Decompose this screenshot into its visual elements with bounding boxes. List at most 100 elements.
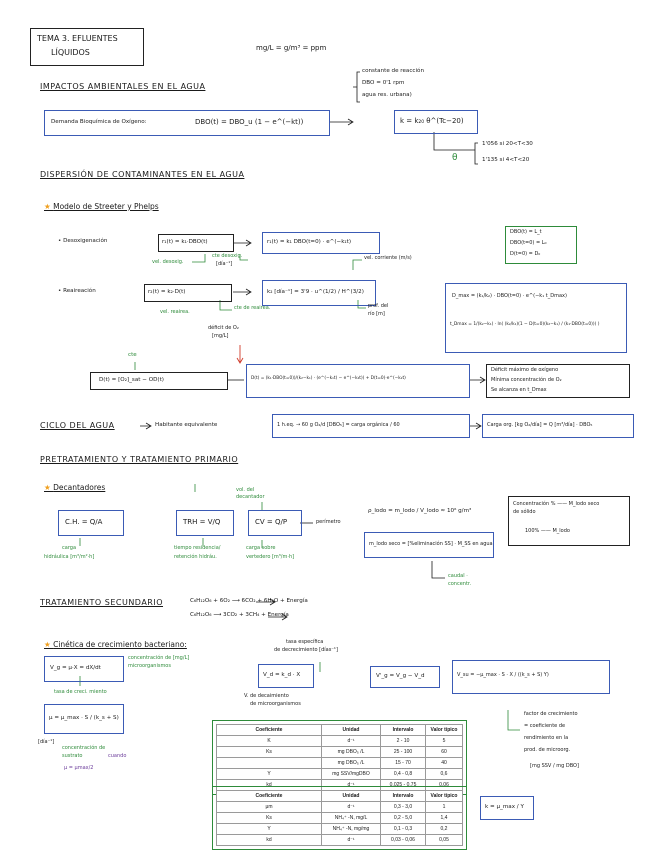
k2-box: k₂ [día⁻¹] = 3'9 · u^(1/2) / H^(3/2) — [262, 280, 376, 306]
vd-box: V_d = k_d · X — [258, 664, 314, 688]
vg-note-1: concentración de [mg/L] — [128, 655, 190, 661]
theta-symbol: θ — [452, 153, 458, 163]
trh-top-2: decantador — [236, 494, 265, 500]
table-cell: 0,2 — [425, 823, 463, 835]
table-cell — [216, 757, 322, 769]
table-cell: 0,2 - 5,0 — [380, 812, 426, 824]
desox-eq2-box: r₁(t) = k₁ DBO(t=0) · e^(−k₁t) — [262, 232, 380, 254]
heading-pretratamiento: PRETRATAMIENTO Y TRATAMIENTO PRIMARIO — [40, 455, 239, 464]
table-row: kd d⁻¹ 0,025 - 0,75 0,06 — [216, 779, 463, 791]
table1-header: Valor típico — [425, 724, 463, 736]
title-line-1: TEMA 3. EFLUENTES — [37, 34, 118, 43]
title-line-2: LÍQUIDOS — [51, 48, 90, 57]
mu-note-3: sustrato — [62, 753, 83, 759]
table-cell: d⁻¹ — [321, 735, 381, 747]
dmax-equation: D_max = (k₁/k₂) · DBO(t=0) · e^(−k₁ t_Dm… — [452, 293, 567, 299]
desox-note-2: [día⁻¹] — [216, 261, 233, 267]
heading-impactos: IMPACTOS AMBIENTALES EN EL AGUA — [40, 82, 206, 91]
vsu-note-3: rendimiento en la — [524, 735, 569, 741]
model-title: ★ Modelo de Streeter y Phelps — [44, 202, 159, 211]
table-row: Ks mg DBO₅ /L 25 - 100 60 — [216, 746, 463, 758]
m-note-2: concentr. — [448, 581, 472, 587]
reair-note-2: vel. reairea. — [160, 309, 190, 315]
heading-secundario: TRATAMIENTO SECUNDARIO — [40, 598, 164, 607]
heq-equation: 1 h.eq. → 60 g O₂/d [DBO₅] = carga orgán… — [277, 422, 400, 428]
table-cell: μm — [216, 801, 322, 813]
dmax-note-2: Mínima concentración de O₂ — [491, 377, 562, 383]
k2-note-3: río [m] — [368, 311, 385, 317]
vsu-note-1: factor de crecimiento — [524, 711, 578, 717]
table-cell: 1,4 — [425, 812, 463, 824]
mu-note-2: concentración de — [62, 745, 106, 751]
mu-note-1: [día⁻¹] — [38, 739, 55, 745]
mu-note-4: cuando — [108, 753, 127, 759]
vg-equation: V_g = μ·X = dX/dt — [50, 665, 101, 671]
k2-note-1: vel. corriente (m/s) — [364, 255, 412, 261]
trh-note-1: tiempo residencia/ — [174, 545, 221, 551]
mu-equation: μ = μ_max · S / (k_s + S) — [49, 715, 119, 721]
desox-eq2: r₁(t) = k₁ DBO(t=0) · e^(−k₁t) — [267, 239, 352, 245]
heq-box: 1 h.eq. → 60 g O₂/d [DBO₅] = carga orgán… — [272, 414, 470, 438]
desox-eq1: r₁(t) = k₁·DBO(t) — [162, 239, 208, 245]
table-cell: Ks — [216, 812, 322, 824]
ch-note-1: carga — [62, 545, 77, 551]
reair-eq1: r₂(t) = k₂·D(t) — [148, 289, 186, 295]
table2-header: Valor típico — [425, 790, 463, 802]
reair-note-3: déficit de O₂ — [208, 325, 239, 331]
table2-header: Unidad — [321, 790, 381, 802]
reaction-2: C₆H₁₂O₆ ⟶ 3CO₂ + 3CH₄ + Energía — [190, 612, 289, 618]
init-cond-3: D(t=0) = D₀ — [510, 251, 541, 257]
mu-note-5: μ = μmax/2 — [64, 765, 94, 771]
vd-note-4: de microorganismos — [250, 701, 301, 707]
ch-box: C.H. = Q/A — [58, 510, 124, 536]
reair-eq1-box: r₂(t) = k₂·D(t) — [144, 284, 232, 302]
coefficients-table-2: Coeficiente Unidad Intervalo Valor típic… — [212, 786, 467, 850]
vd-equation: V_d = k_d · X — [263, 672, 301, 678]
table-cell: 60 — [425, 746, 463, 758]
desox-note-1: cte desoxig. — [212, 253, 243, 259]
dbo-box: Demanda Bioquímica de Oxígeno: DBO(t) = … — [44, 110, 330, 136]
table-row: Y NH₄⁺ -N, mg/mg 0,1 - 0,3 0,2 — [216, 823, 463, 835]
trh-equation: TRH = V/Q — [183, 518, 221, 526]
reair-label: • Reaireación — [58, 288, 96, 294]
vsu-equation: V_su = −μ_max · S · X / ((k_s + S) Y) — [457, 672, 549, 678]
table-cell: Ks — [216, 746, 322, 758]
vg-box: V_g = μ·X = dX/dt — [44, 656, 124, 682]
mu-box: μ = μ_max · S / (k_s + S) — [44, 704, 124, 734]
table-cell: Y — [216, 768, 322, 780]
table-cell: 1 — [425, 801, 463, 813]
table-row: Y mg SSV/mgDBO 0,4 - 0,8 0,6 — [216, 768, 463, 780]
table-cell: 0,05 — [425, 834, 463, 846]
heading-dispersion: DISPERSIÓN DE CONTAMINANTES EN EL AGUA — [40, 170, 245, 179]
vsu-note-2: = coeficiente de — [524, 723, 566, 729]
m-lodo-equation: m_lodo seco = [%eliminación SS] · M_SS e… — [369, 541, 493, 547]
vsu-box: V_su = −μ_max · S · X / ((k_s + S) Y) — [452, 660, 610, 694]
carga-box: Carga org. [kg O₂/día] = Q [m³/día] · DB… — [482, 414, 634, 438]
ch-note-2: hidráulica [m³/m²·h] — [44, 554, 95, 560]
table-cell: 0,6 — [425, 768, 463, 780]
reair-note-1: cte de reairea. — [234, 305, 271, 311]
dmax-box: D_max = (k₁/k₂) · DBO(t=0) · e^(−k₁ t_Dm… — [445, 283, 627, 353]
vg-note-3: tasa de creci. miento — [54, 689, 107, 695]
cv-box: CV = Q/P — [248, 510, 302, 536]
table-cell: 0,1 - 0,3 — [380, 823, 426, 835]
table-cell: 40 — [425, 757, 463, 769]
k-note-3: agua res. urbana) — [362, 92, 412, 98]
table-row: kd d⁻¹ 0,03 - 0,06 0,05 — [216, 834, 463, 846]
dt-left-box: D(t) = [O₂]_sat − OD(t) — [90, 372, 228, 390]
table1-header: Intervalo — [380, 724, 426, 736]
vd-note-2: de decrecimiento [días⁻¹] — [274, 647, 338, 653]
table-cell: mg DBO₅ /L — [321, 757, 381, 769]
ch-equation: C.H. = Q/A — [65, 518, 103, 526]
table-cell: 0,03 - 0,06 — [380, 834, 426, 846]
dmax-notes-box: Déficit máximo de oxígeno Mínima concent… — [486, 364, 630, 398]
table-cell: 0,4 - 0,8 — [380, 768, 426, 780]
table-cell: NH₄⁺ -N, mg/L — [321, 812, 381, 824]
star-icon: ★ — [44, 483, 54, 492]
reaction-1: C₆H₁₂O₆ + 6O₂ ⟶ 6CO₂ + 6H₂O + Energía — [190, 598, 308, 604]
table-cell: d⁻¹ — [321, 834, 381, 846]
m-lodo-box: m_lodo seco = [%eliminación SS] · M_SS e… — [364, 532, 494, 558]
vsu-units: [mg SSV / mg DBO] — [530, 763, 579, 769]
table-cell: 2 - 10 — [380, 735, 426, 747]
